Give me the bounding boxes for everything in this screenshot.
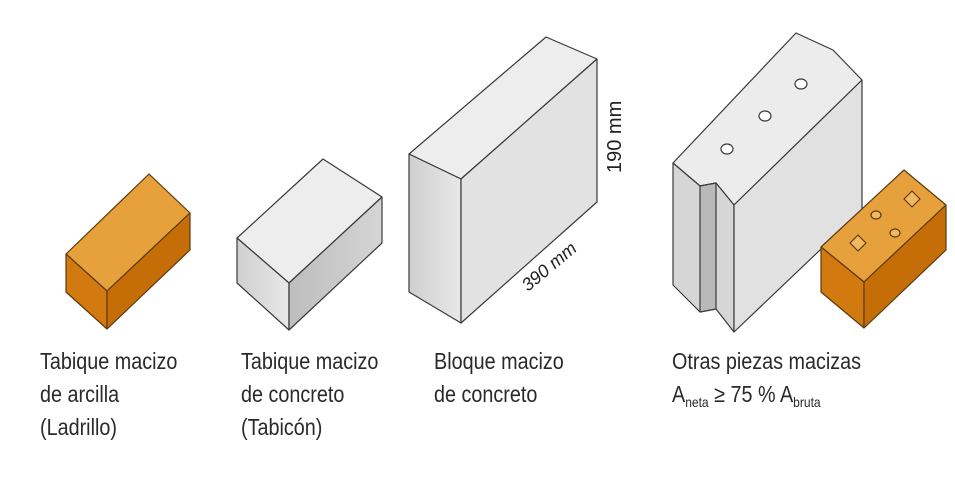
clay-brick-side	[106, 212, 191, 330]
caption-line: Tabique macizo	[241, 348, 379, 374]
caption-line: de arcilla	[40, 381, 120, 407]
core-hole-1	[720, 143, 734, 155]
area-ratio-formula: Aneta ≥ 75 % Abruta	[672, 378, 861, 419]
caption-line: de concreto	[241, 381, 345, 407]
caption-line: (Tabicón)	[241, 414, 323, 440]
caption-concrete-block: Bloque macizo de concreto	[434, 345, 564, 411]
caption-line: Otras piezas macizas	[672, 348, 862, 374]
formula-relation: ≥ 75 %	[708, 381, 780, 407]
caption-line: (Ladrillo)	[40, 414, 117, 440]
perforated-clay-brick	[820, 169, 947, 329]
dimension-height-label: 190 mm	[604, 101, 626, 173]
formula-a: A	[779, 381, 794, 407]
clay-brick	[65, 173, 191, 330]
formula-sub-neta: neta	[685, 394, 709, 410]
round-hole-1	[870, 210, 882, 220]
caption-concrete-tabique: Tabique macizo de concreto (Tabicón)	[241, 345, 378, 444]
formula-sub-bruta: bruta	[793, 394, 821, 410]
perforated-brick-side	[863, 204, 947, 329]
concrete-tabique	[236, 158, 383, 331]
caption-clay-brick: Tabique macizo de arcilla (Ladrillo)	[40, 345, 177, 444]
concrete-tabique-side	[288, 196, 383, 331]
core-hole-2	[758, 110, 772, 122]
square-hole-1	[849, 234, 867, 252]
formula-a: A	[672, 381, 686, 407]
square-hole-2	[903, 190, 921, 208]
caption-line: Bloque macizo	[434, 348, 564, 374]
cored-concrete-block	[672, 32, 863, 333]
caption-line: de concreto	[434, 381, 538, 407]
caption-line: Tabique macizo	[40, 348, 178, 374]
concrete-block-front	[408, 153, 462, 324]
concrete-block	[408, 36, 598, 324]
concrete-block-side	[460, 58, 598, 324]
round-hole-2	[889, 228, 901, 238]
cored-block-groove	[699, 182, 717, 313]
caption-other-pieces: Otras piezas macizas Aneta ≥ 75 % Abruta	[672, 345, 861, 419]
core-hole-3	[794, 78, 808, 90]
